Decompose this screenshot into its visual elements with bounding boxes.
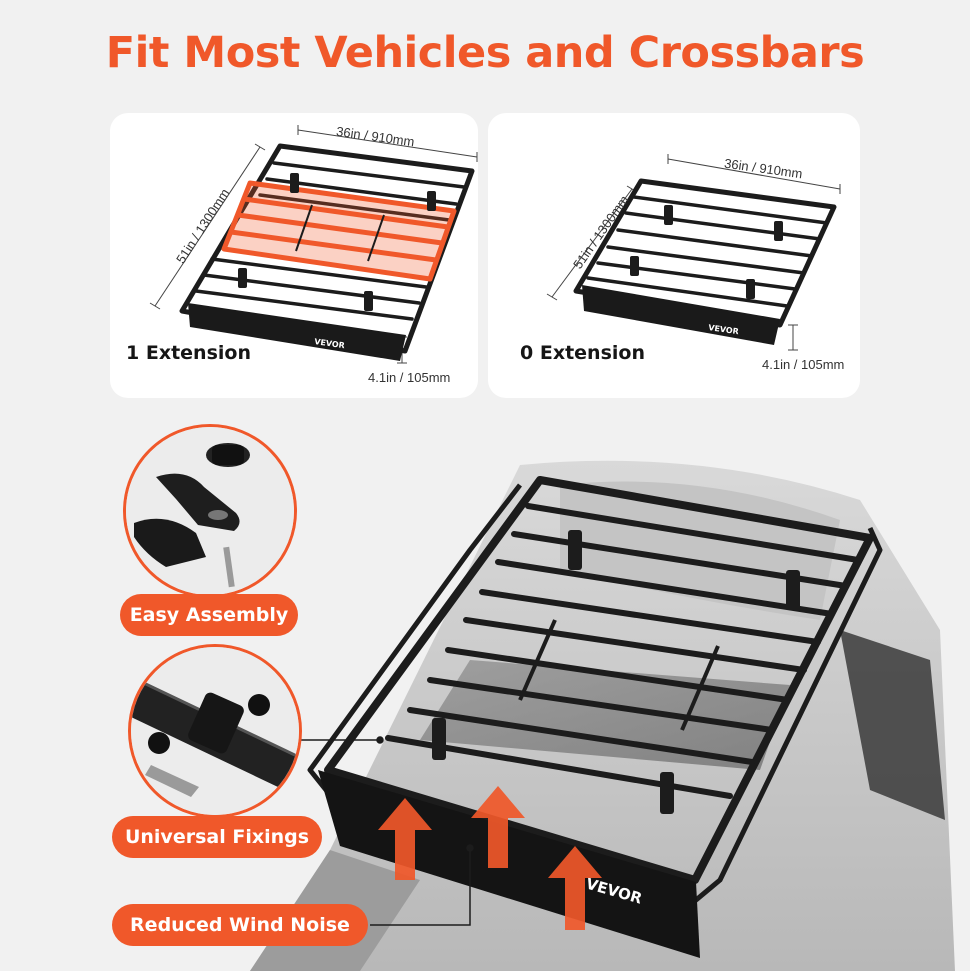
hero-rack-on-car: VEVOR: [250, 460, 955, 971]
feature-universal-fixings: Universal Fixings: [112, 816, 322, 858]
config-label-0-extension: 0 Extension: [520, 342, 645, 364]
rack-1-extension-drawing: VEVOR: [149, 125, 478, 364]
config-label-1-extension: 1 Extension: [126, 342, 251, 364]
config-card-0-extension: VEVOR 36in / 910mm 51in / 1300mm 4.1in /…: [488, 113, 860, 398]
rack-right-brand: VEVOR: [708, 323, 740, 336]
easy-assembly-detail-circle: [123, 424, 297, 598]
feature-reduced-wind-noise: Reduced Wind Noise: [112, 904, 368, 946]
feature-easy-assembly: Easy Assembly: [120, 594, 298, 636]
height-dimension-left: 4.1in / 105mm: [368, 370, 451, 385]
crossbar-clamp-icon: [131, 647, 299, 815]
config-card-1-extension: VEVOR 36in / 910mm 51in / 1300mm 4.1in /…: [110, 113, 478, 398]
rack-0-extension-drawing: VEVOR: [546, 154, 841, 351]
height-dimension-right: 4.1in / 105mm: [762, 357, 845, 372]
headline: Fit Most Vehicles and Crossbars: [105, 28, 865, 78]
universal-fixings-detail-circle: [128, 644, 302, 818]
bolt-knob-icon: [126, 427, 294, 595]
rack-left-brand: VEVOR: [314, 337, 346, 350]
